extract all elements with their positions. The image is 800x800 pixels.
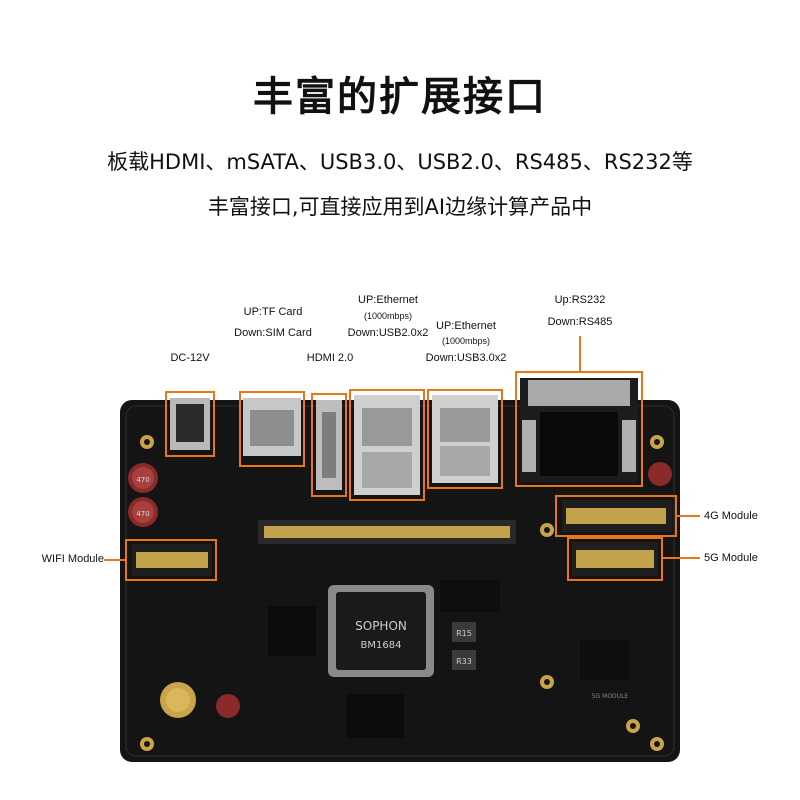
cap1-label: 470 [136,476,149,484]
label-tf-down: Down:SIM Card [234,327,312,339]
label-dc: DC-12V [170,352,210,364]
highlight-hdmi [311,393,347,497]
label-5g: 5G Module [704,552,758,564]
label-tf-up: UP:TF Card [243,306,303,318]
silk-5g: 5G MODULE [592,693,629,700]
label-hdmi: HDMI 2.0 [306,352,354,364]
label-eth2-down: Down:USB3.0x2 [425,352,507,364]
svg-text:R33: R33 [456,657,472,666]
highlight-tf [239,391,305,467]
cap2-label: 470 [136,510,149,518]
highlight-eth2 [427,389,503,489]
highlight-dc [165,391,215,457]
highlight-eth1 [349,389,425,501]
chip-brand: SOPHON [355,619,407,633]
label-eth2-speed: (1000mbps) [441,336,491,346]
mounting-holes [140,435,664,751]
capacitors [128,462,672,718]
chip-model: BM1684 [361,640,402,651]
page-title: 丰富的扩展接口 [253,74,547,120]
subtitle-line-2: 丰富接口,可直接应用到AI边缘计算产品中 [207,195,593,219]
label-eth2-up: UP:Ethernet [436,320,496,332]
label-eth1-down: Down:USB2.0x2 [347,327,429,339]
label-eth1-up: UP:Ethernet [358,294,418,306]
label-4g: 4G Module [704,510,758,522]
svg-text:R15: R15 [456,629,472,638]
soc-chip [336,592,426,670]
pcb-board [120,400,680,762]
inductor-r15 [452,622,476,642]
label-rs-up: Up:RS232 [554,294,606,306]
inductor-r33 [452,650,476,670]
subtitle-line-1: 板载HDMI、mSATA、USB3.0、USB2.0、RS485、RS232等 [107,150,693,174]
label-wifi: WIFI Module [41,553,104,565]
label-eth1-speed: (1000mbps) [363,311,413,321]
label-rs-down: Down:RS485 [547,316,613,328]
